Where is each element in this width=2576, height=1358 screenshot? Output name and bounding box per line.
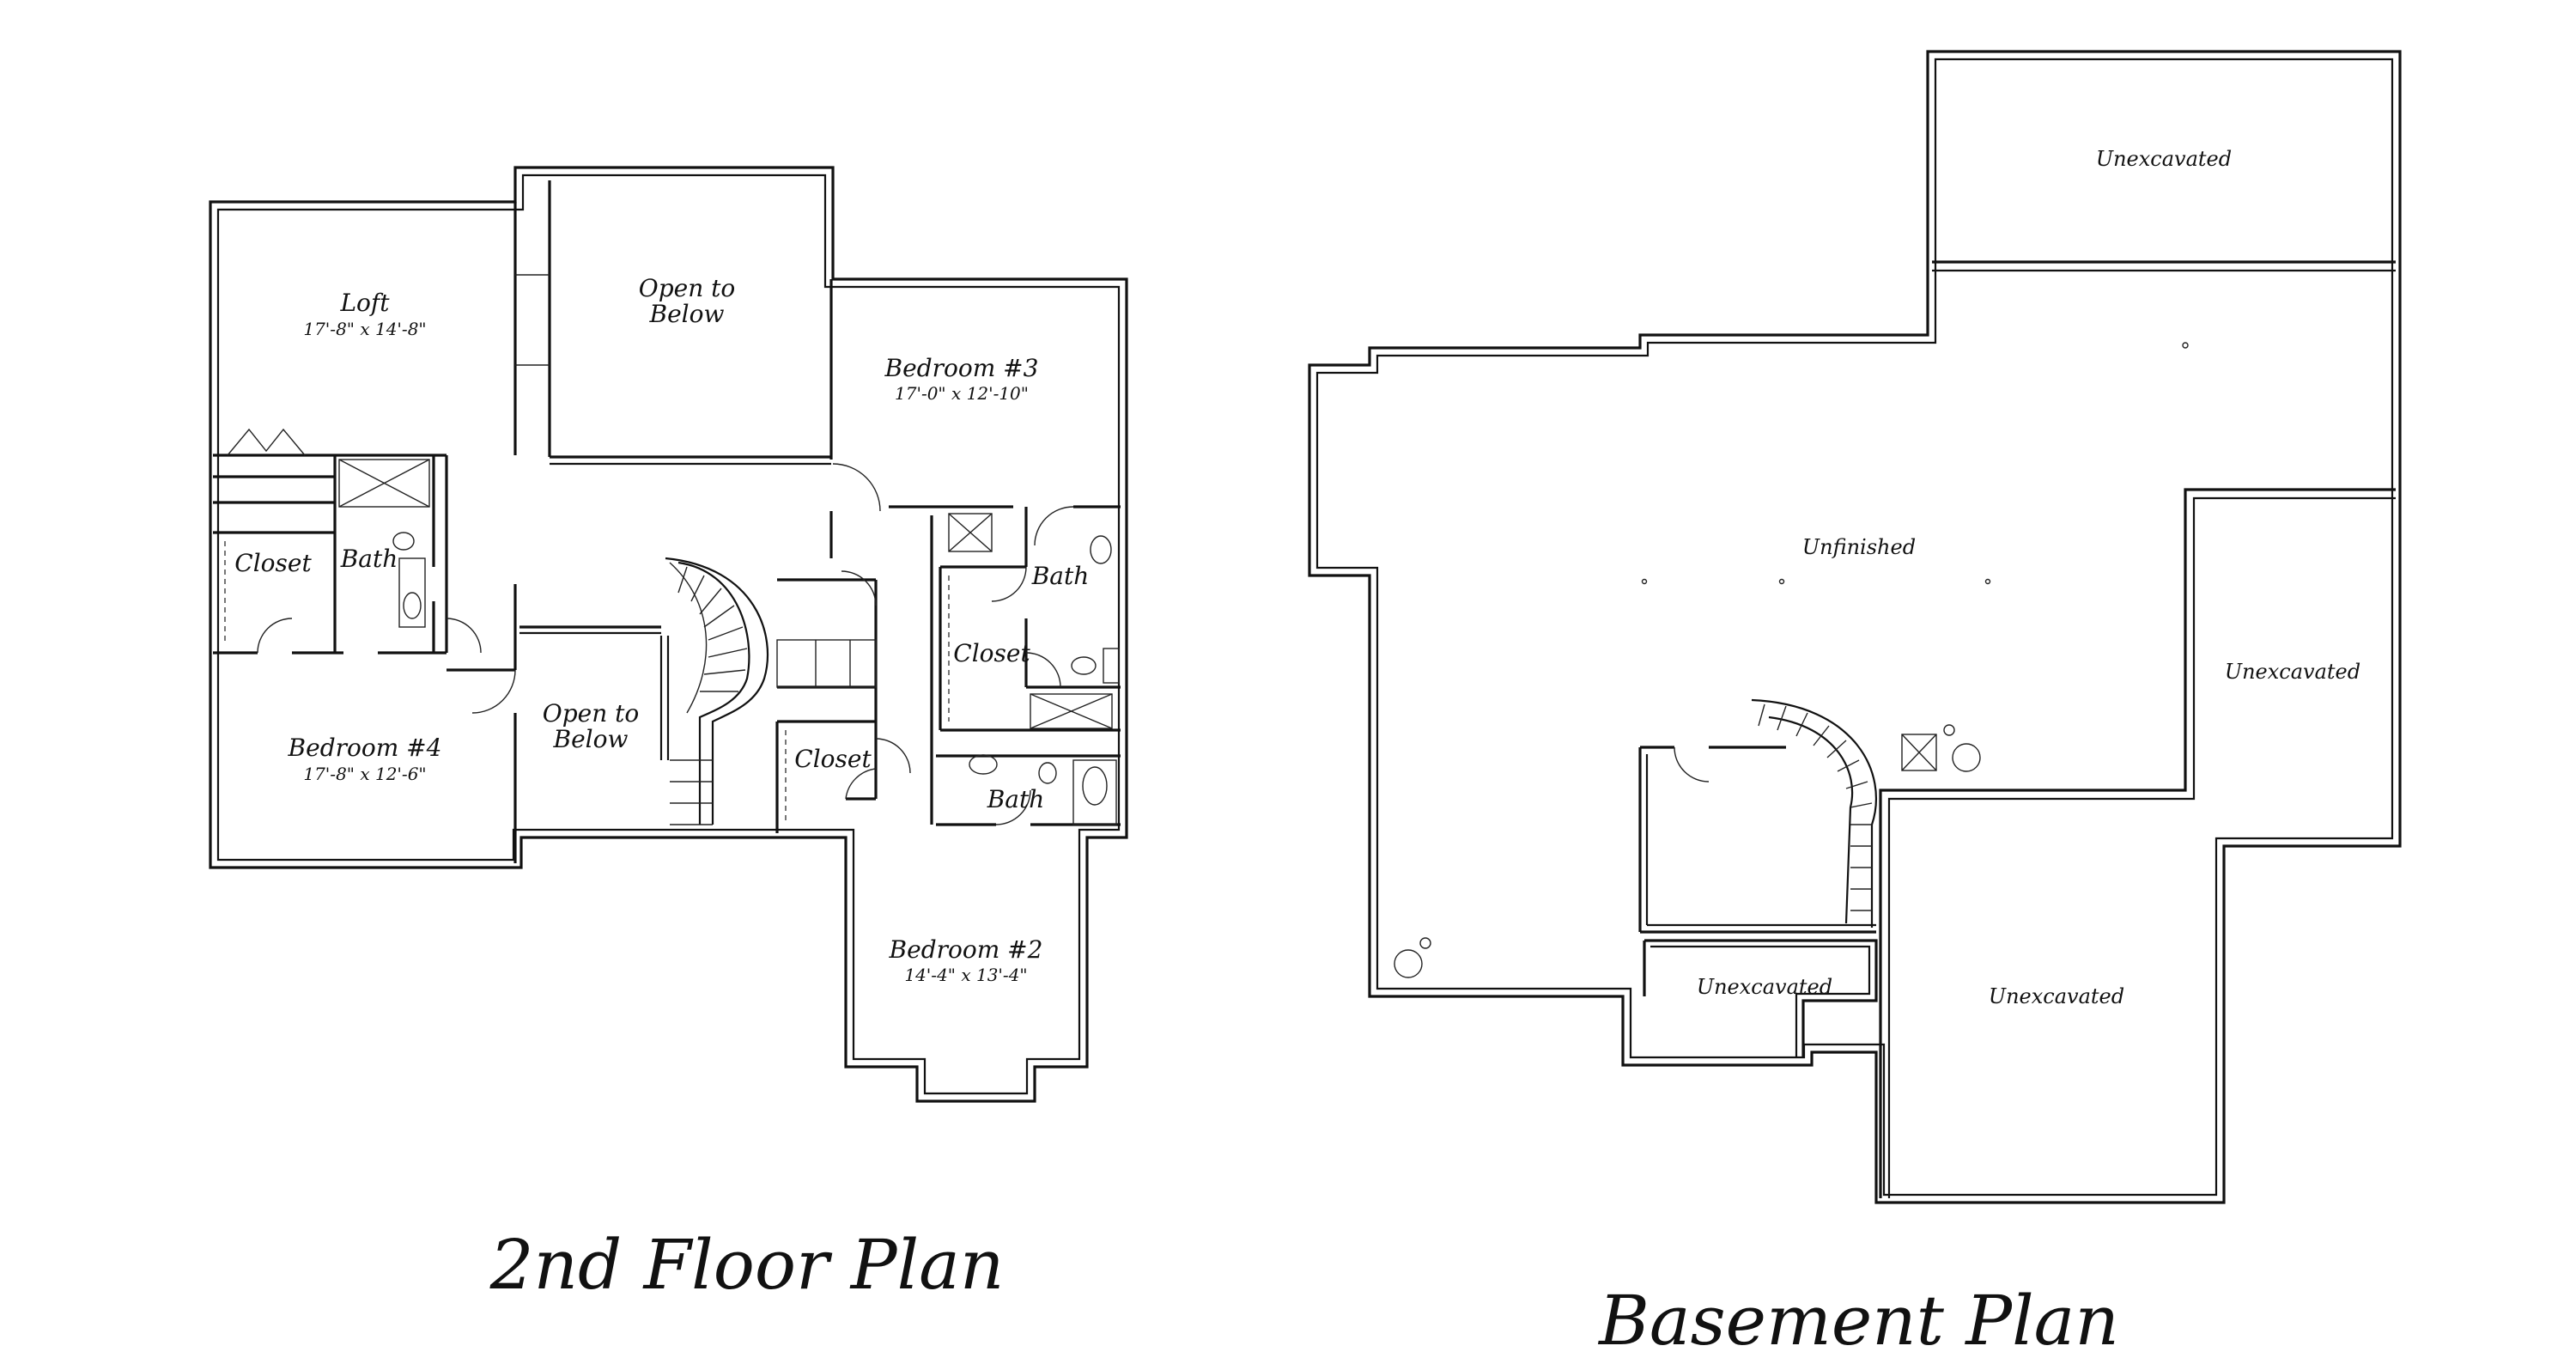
bath-right-bottom-label: Bath <box>987 785 1045 813</box>
bath-left-label: Bath <box>340 545 398 573</box>
open-below-top-line1: Open to <box>639 274 736 302</box>
open-below-top-line2: Below <box>649 300 725 328</box>
basement-title: Basement Plan <box>1597 1281 2119 1358</box>
unexcavated-small-label: Unexcavated <box>1697 975 1832 999</box>
bedroom-3-label: Bedroom #3 <box>884 354 1039 382</box>
bedroom-2-label: Bedroom #2 <box>889 935 1043 964</box>
bath-right-top-label: Bath <box>1031 562 1090 590</box>
second-floor-labels: Loft 17'-8" x 14'-8" Open to Below Bedro… <box>234 274 1089 985</box>
basement-interior-walls <box>1394 260 2396 1198</box>
second-floor-outer-walls <box>209 166 1128 1103</box>
closet-left-label: Closet <box>234 549 312 577</box>
basement-outer-walls <box>1308 50 2402 1204</box>
second-floor-plan: Loft 17'-8" x 14'-8" Open to Below Bedro… <box>209 166 1128 1305</box>
open-below-mid-line1: Open to <box>543 699 640 728</box>
second-floor-title: 2nd Floor Plan <box>489 1225 1005 1305</box>
bedroom-3-dimensions: 17'-0" x 12'-10" <box>895 383 1029 404</box>
closet-center-label: Closet <box>794 745 872 773</box>
basement-plan: Unexcavated Unfinished Unexcavated Unexc… <box>1308 50 2402 1358</box>
unexcavated-right-label: Unexcavated <box>2225 660 2360 684</box>
bedroom-4-dimensions: 17'-8" x 12'-6" <box>303 764 426 784</box>
unexcavated-top-label: Unexcavated <box>2096 147 2232 171</box>
open-below-mid-line2: Below <box>553 725 629 753</box>
loft-dimensions: 17'-8" x 14'-8" <box>303 319 426 339</box>
loft-label: Loft <box>339 289 390 317</box>
bedroom-2-dimensions: 14'-4" x 13'-4" <box>904 965 1027 985</box>
unfinished-label: Unfinished <box>1802 535 1916 559</box>
closet-right-label: Closet <box>953 639 1030 667</box>
basement-labels: Unexcavated Unfinished Unexcavated Unexc… <box>1697 147 2360 1008</box>
second-floor-interior-walls <box>213 180 1121 863</box>
bedroom-4-label: Bedroom #4 <box>288 734 442 762</box>
unexcavated-bottom-label: Unexcavated <box>1989 984 2124 1008</box>
